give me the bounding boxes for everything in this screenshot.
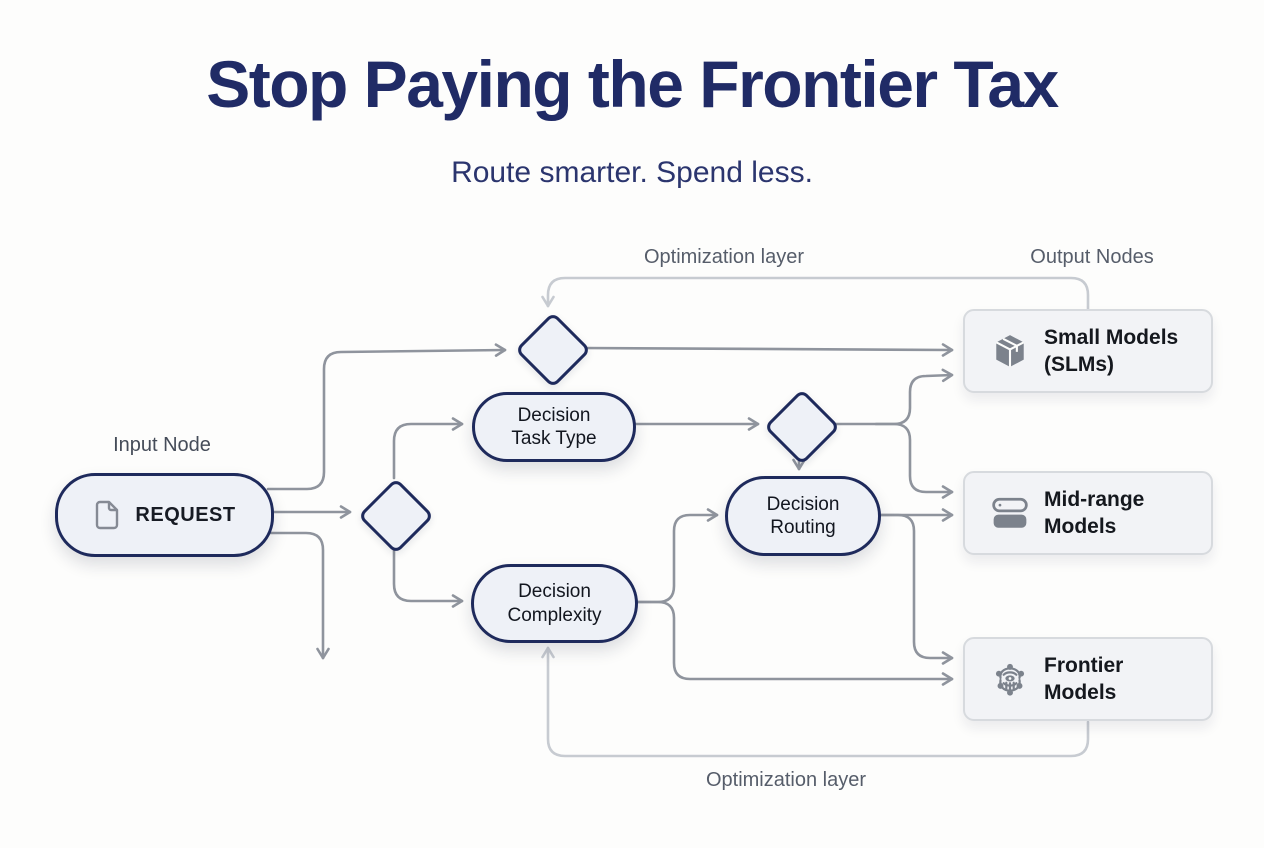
request-node: REQUEST	[55, 473, 274, 557]
mid-range-models-line2: Models	[1044, 515, 1117, 538]
package-icon	[995, 335, 1025, 367]
request-node-label: REQUEST	[135, 503, 236, 526]
document-icon	[96, 500, 119, 530]
decision-complexity-line1: Decision	[518, 581, 591, 603]
small-models-line1: Small Models	[1044, 325, 1179, 349]
output-frontier-models: Frontier Models	[963, 637, 1213, 721]
decision-routing-line1: Decision	[766, 493, 840, 515]
decision-complexity-line2: Complexity	[507, 604, 602, 626]
frontier-models-line2: Models	[1044, 681, 1117, 704]
decision-complexity-node: Decision Complexity	[471, 564, 638, 643]
page-title: Stop Paying the Frontier Tax	[206, 47, 1059, 121]
decision-task-type-line1: Decision	[517, 404, 591, 426]
neural-network-icon	[995, 663, 1025, 696]
decision-routing-node: Decision Routing	[725, 476, 881, 556]
output-nodes-label: Output Nodes	[1030, 246, 1154, 268]
decision-routing-line2: Routing	[770, 517, 836, 538]
decision-task-type-line2: Task Type	[511, 428, 597, 449]
small-models-line2: (SLMs)	[1044, 353, 1114, 376]
output-small-models: Small Models (SLMs)	[963, 309, 1213, 393]
decision-task-type-node: Decision Task Type	[472, 392, 636, 462]
page-subtitle: Route smarter. Spend less.	[451, 156, 813, 189]
frontier-models-line1: Frontier	[1044, 653, 1124, 677]
output-mid-range-models: Mid-range Models	[963, 471, 1213, 555]
input-node-label: Input Node	[113, 434, 211, 456]
stacked-layers-icon	[992, 497, 1028, 528]
optimization-layer-bottom-label: Optimization layer	[705, 769, 867, 791]
optimization-layer-top-label: Optimization layer	[643, 246, 805, 268]
mid-range-models-line1: Mid-range	[1044, 487, 1145, 511]
